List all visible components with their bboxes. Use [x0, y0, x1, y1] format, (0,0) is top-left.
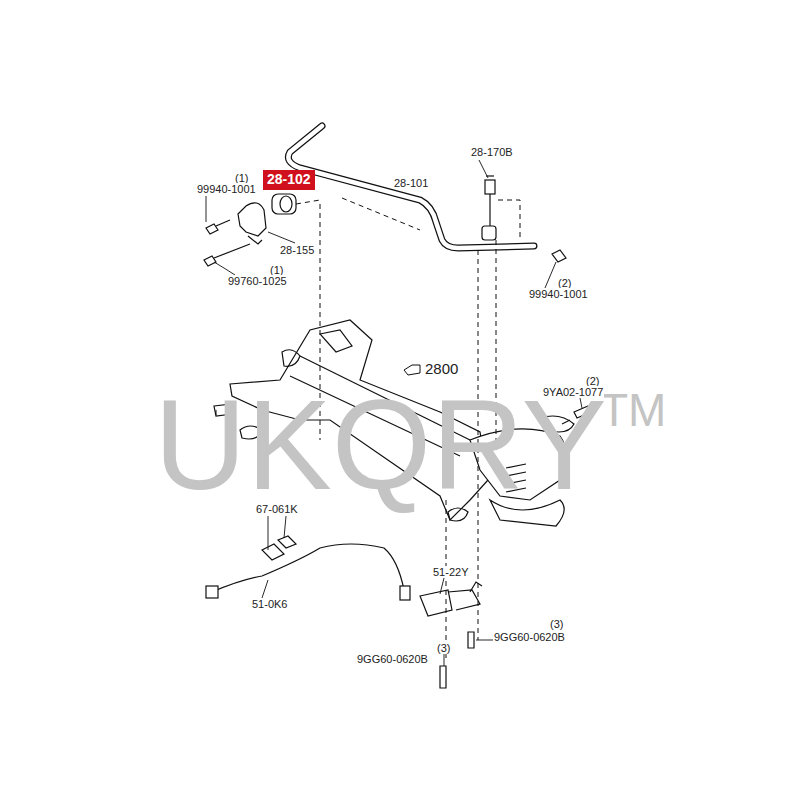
part-number: 9YA02-1077: [542, 386, 604, 398]
watermark: TM: [599, 385, 667, 436]
part-number: 99940-1001: [196, 183, 257, 195]
part-number: 28-155: [279, 244, 315, 256]
part-number: 28-170B: [470, 146, 514, 158]
part-number: 9GG60-0620B: [356, 653, 429, 665]
part-number: 28-101: [393, 177, 429, 189]
quantity: (3): [436, 642, 451, 654]
part-number: 51-22Y: [432, 566, 469, 578]
part-number: 9GG60-0620B: [493, 631, 566, 643]
part-number: 51-0K6: [251, 598, 288, 610]
part-number: 99940-1001: [528, 288, 589, 300]
part-number: 28-102: [267, 172, 311, 187]
watermark: UKQRY: [153, 375, 608, 516]
part-number: 99760-1025: [227, 275, 288, 287]
part-number: 67-061K: [255, 503, 299, 515]
quantity: (3): [549, 618, 564, 630]
highlighted-part-number: 28-102: [263, 170, 315, 190]
